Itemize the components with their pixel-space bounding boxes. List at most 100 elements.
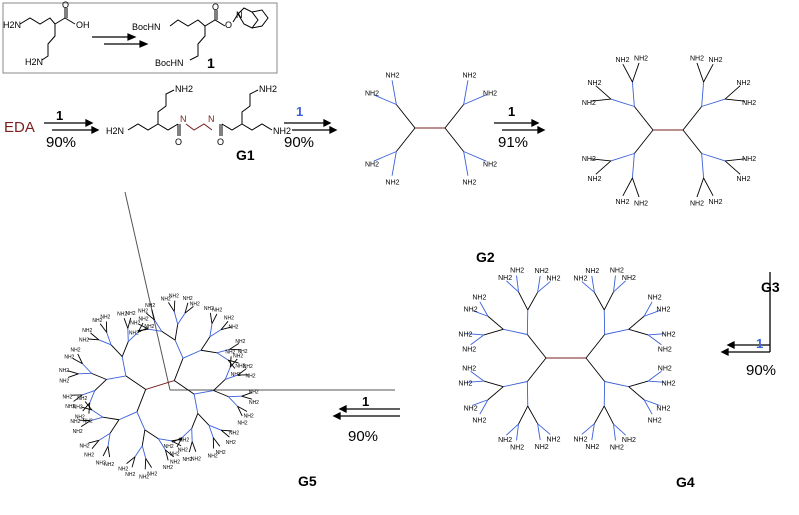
amine-label: NH2 [126, 311, 136, 317]
carbonyl-o-label: O [212, 2, 219, 12]
amine-label: NH2 [498, 437, 512, 444]
arrow-head [329, 125, 338, 135]
bond [121, 356, 127, 376]
amine-label: NH2 [228, 324, 238, 330]
amine-label: NH2 [216, 450, 226, 456]
boc-amine-label: BocHN [132, 22, 161, 32]
amine-label: NH2 [658, 346, 672, 353]
bond [444, 104, 465, 129]
bond [631, 153, 635, 179]
amine-label: NH2 [65, 404, 75, 410]
bond [648, 333, 665, 336]
step-yield: 90% [46, 134, 76, 151]
bond [220, 321, 229, 330]
bond [184, 302, 189, 314]
amine-label: NH2 [204, 306, 214, 312]
bond [184, 306, 194, 314]
bond [181, 428, 193, 438]
amine-label: NH2 [235, 339, 245, 345]
bond [90, 416, 104, 422]
amine-label: NH2 [585, 444, 599, 451]
bond [174, 339, 184, 359]
bond [220, 326, 232, 331]
bond [628, 386, 645, 401]
bond [593, 292, 605, 311]
amine-label: NH2 [535, 268, 549, 275]
amine-label: NH2 [100, 315, 110, 321]
bond [193, 394, 199, 414]
bond [613, 280, 626, 293]
amine-label: NH2 [178, 448, 188, 454]
amine-label: NH2 [690, 55, 704, 62]
bond [603, 291, 614, 311]
bond [194, 390, 214, 395]
amine-label: NH2 [535, 444, 549, 451]
bond [516, 423, 519, 441]
bond [503, 328, 528, 335]
bond [643, 399, 660, 406]
bond [229, 356, 232, 368]
bond [67, 370, 79, 375]
bond [613, 423, 616, 441]
amine-label: NH2 [588, 80, 602, 87]
bond [110, 344, 123, 357]
bond [107, 433, 111, 447]
bond [77, 353, 83, 364]
bond [126, 456, 136, 464]
amine-label: NH2 [161, 296, 171, 302]
bond [725, 158, 746, 162]
amine-label: NH2 [547, 436, 561, 443]
amine-label: NH2 [573, 276, 587, 283]
amine-label: NH2 [73, 404, 83, 410]
amine-label: NH2 [96, 460, 106, 466]
bond [73, 394, 83, 402]
bond [487, 386, 504, 401]
amine-label: NH2 [233, 353, 243, 359]
bond [241, 395, 253, 400]
carbonyl-o-label: O [175, 137, 182, 147]
bond [581, 281, 595, 293]
amine-label: NH2 [472, 417, 486, 424]
amine-label: NH2 [622, 437, 636, 444]
bond [391, 151, 397, 176]
amine-label: NH2 [510, 268, 524, 275]
bond [631, 81, 635, 107]
amine-label: NH2 [648, 295, 662, 302]
bond [487, 315, 504, 330]
amine-label: NH2 [582, 100, 596, 107]
amine-label: NH2 [610, 268, 624, 275]
bond [98, 339, 112, 346]
bond [173, 311, 179, 325]
bond [165, 449, 175, 458]
bond [91, 372, 107, 380]
reagent-1-structure [169, 7, 269, 61]
arrow-head [531, 118, 540, 128]
bond [211, 313, 218, 324]
reaction-arrow [720, 340, 770, 357]
bond [82, 402, 91, 412]
amine-label: NH2 [118, 466, 128, 472]
bond [209, 329, 222, 338]
bond [595, 160, 612, 175]
bond [643, 301, 653, 317]
bond [91, 440, 100, 449]
arrow-head [85, 118, 94, 128]
bond [82, 390, 95, 396]
bond [229, 358, 238, 368]
amine-label: NH2 [226, 440, 236, 446]
bond [633, 106, 654, 131]
bond [518, 291, 529, 311]
bond [604, 381, 629, 388]
amine-label: NH2 [656, 306, 670, 313]
bond [391, 80, 397, 105]
bond [157, 438, 166, 451]
bond [213, 379, 226, 391]
amine-label: NH2 [125, 472, 135, 478]
bond [628, 328, 649, 336]
g3-label: G3 [761, 279, 780, 295]
amine-label: NH2 [229, 430, 239, 436]
amine-label: NH2 [483, 162, 497, 169]
